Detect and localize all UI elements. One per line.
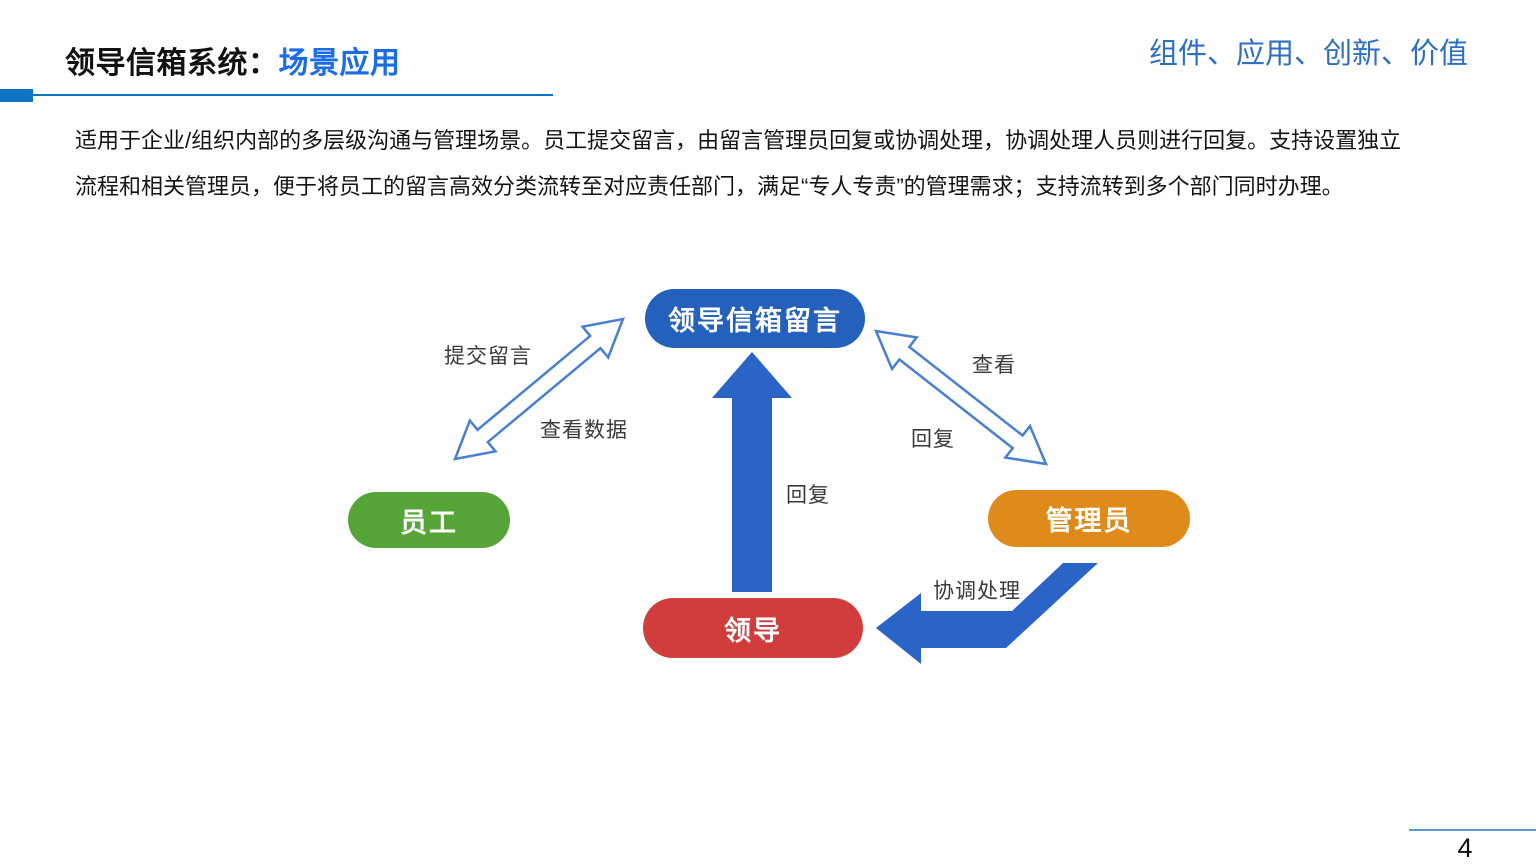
description-line-2: 流程和相关管理员，便于将员工的留言高效分类流转至对应责任部门，满足“专人专责”的… — [75, 174, 1344, 199]
page-title: 领导信箱系统：场景应用 — [65, 38, 401, 82]
title-underline — [33, 94, 553, 96]
page-number: 4 — [1457, 833, 1473, 863]
node-leader-mailbox-messages: 领导信箱留言 — [645, 289, 865, 348]
node-leader: 领导 — [643, 598, 863, 658]
node-employee: 员工 — [348, 492, 510, 548]
arrow-leader-reply-up — [712, 352, 792, 592]
page-title-accent: 场景应用 — [278, 47, 401, 80]
description-line-1: 适用于企业/组织内部的多层级沟通与管理场景。员工提交留言，由留言管理员回复或协调… — [75, 128, 1402, 153]
header-motto: 组件、应用、创新、价值 — [1148, 38, 1468, 70]
page-title-main: 领导信箱系统： — [65, 47, 279, 80]
edge-label-submit-message: 提交留言 — [444, 345, 532, 368]
title-underline-accent-block — [0, 89, 33, 102]
edge-label-reply-leader: 回复 — [786, 484, 830, 507]
description-paragraph: 适用于企业/组织内部的多层级沟通与管理场景。员工提交留言，由留言管理员回复或协调… — [75, 118, 1465, 210]
arrow-mailbox-admin — [873, 329, 1049, 466]
footer-divider-line — [1409, 829, 1536, 831]
node-administrator: 管理员 — [988, 490, 1190, 547]
edge-label-view: 查看 — [972, 354, 1016, 377]
edge-label-reply-admin: 回复 — [911, 428, 955, 451]
edge-label-view-data: 查看数据 — [540, 419, 628, 442]
edge-label-coordinate-handle: 协调处理 — [933, 580, 1021, 603]
